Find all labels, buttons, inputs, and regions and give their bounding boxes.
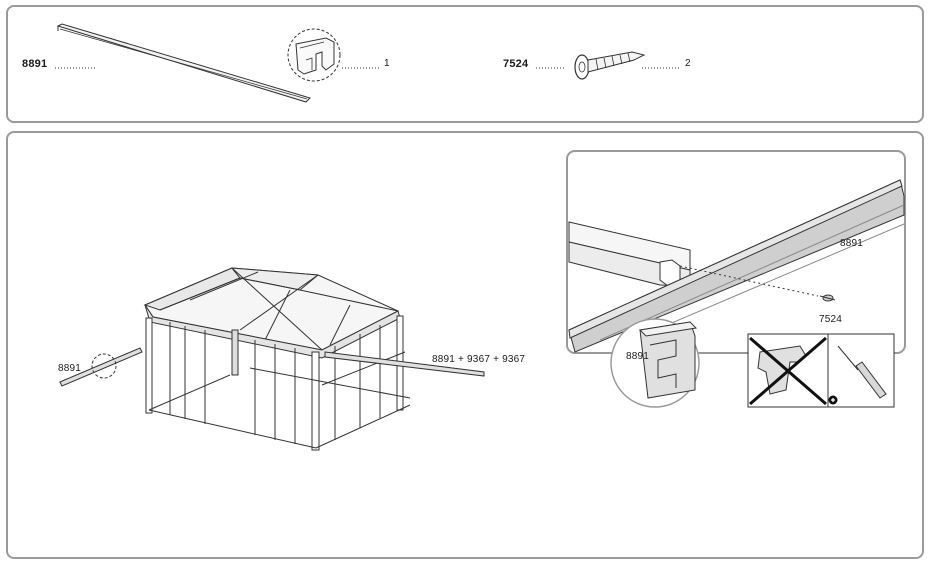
- parts-list-panel: [6, 5, 924, 123]
- plus-icon: [828, 395, 838, 405]
- detail-rail-label: 8891: [840, 238, 864, 249]
- screw-part-illustration: [536, 51, 680, 80]
- detail-zoom-label: 8891: [626, 351, 650, 362]
- part-quantity-screw: 2: [685, 58, 691, 69]
- detail-screw-label: 7524: [819, 314, 843, 325]
- part-code-rail: 8891: [22, 58, 48, 70]
- right-rail-label: 8891 + 9367 + 9367: [432, 354, 526, 365]
- part-code-screw: 7524: [503, 58, 529, 70]
- part-quantity-rail: 1: [384, 58, 390, 69]
- rail-part-illustration: [55, 23, 380, 103]
- left-rail-label: 8891: [58, 363, 82, 374]
- power-drill-crossed-icon: [748, 334, 828, 407]
